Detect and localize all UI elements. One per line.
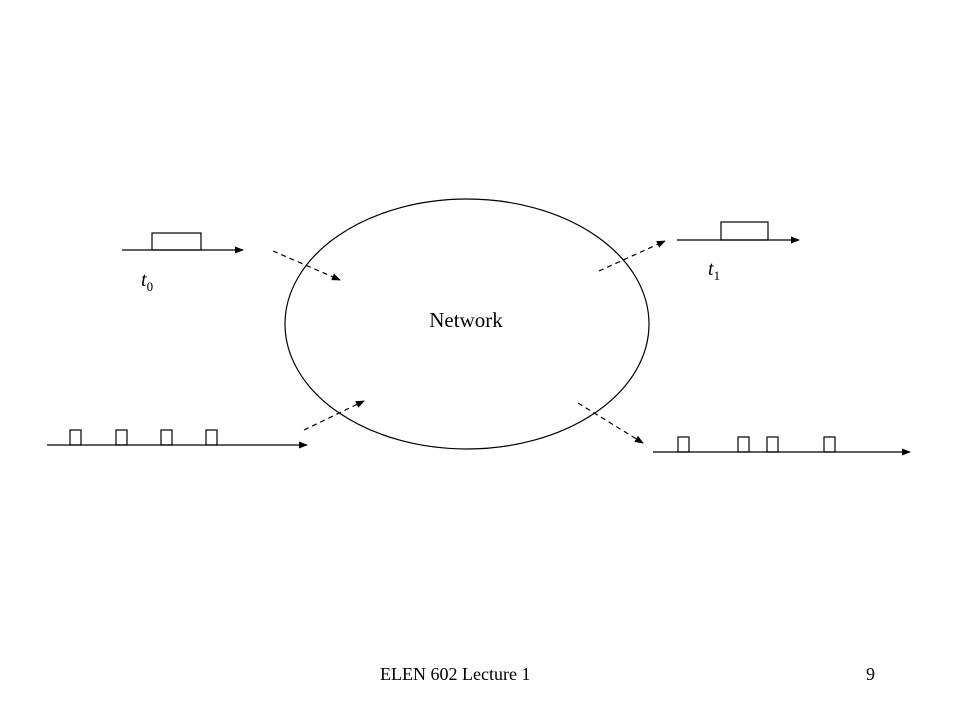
t0-subscript: 0 xyxy=(147,279,154,294)
output-pulse-timeline xyxy=(677,221,800,244)
input-pulse xyxy=(151,232,202,251)
output-train-pulse xyxy=(677,436,690,453)
input-train-pulse xyxy=(205,429,218,446)
output-pulse xyxy=(720,221,769,241)
network-ellipse xyxy=(284,198,650,450)
dashed-arrow-out-top xyxy=(598,240,666,272)
footer-page-number: 9 xyxy=(866,664,875,684)
footer-lecture-title: ELEN 602 Lecture 1 xyxy=(380,664,531,684)
input-train-pulse xyxy=(69,429,82,446)
t0-label: t0 xyxy=(141,269,153,294)
network-label: Network xyxy=(429,308,503,332)
dashed-arrow-in-top xyxy=(272,250,341,281)
dashed-arrow-out-bottom xyxy=(577,402,644,444)
input-pulse-train xyxy=(47,429,308,449)
input-pulse-timeline xyxy=(122,232,244,254)
t1-variable: t xyxy=(708,258,714,280)
input-train-pulse xyxy=(115,429,128,446)
t0-variable: t xyxy=(141,269,147,291)
input-train-pulse xyxy=(160,429,173,446)
t1-subscript: 1 xyxy=(714,268,721,283)
output-train-pulse xyxy=(823,436,836,453)
dashed-arrow-in-bottom xyxy=(303,400,365,431)
output-train-pulse xyxy=(737,436,750,453)
t1-label: t1 xyxy=(708,258,720,283)
output-pulse-train xyxy=(653,436,911,456)
output-train-pulse xyxy=(766,436,779,453)
